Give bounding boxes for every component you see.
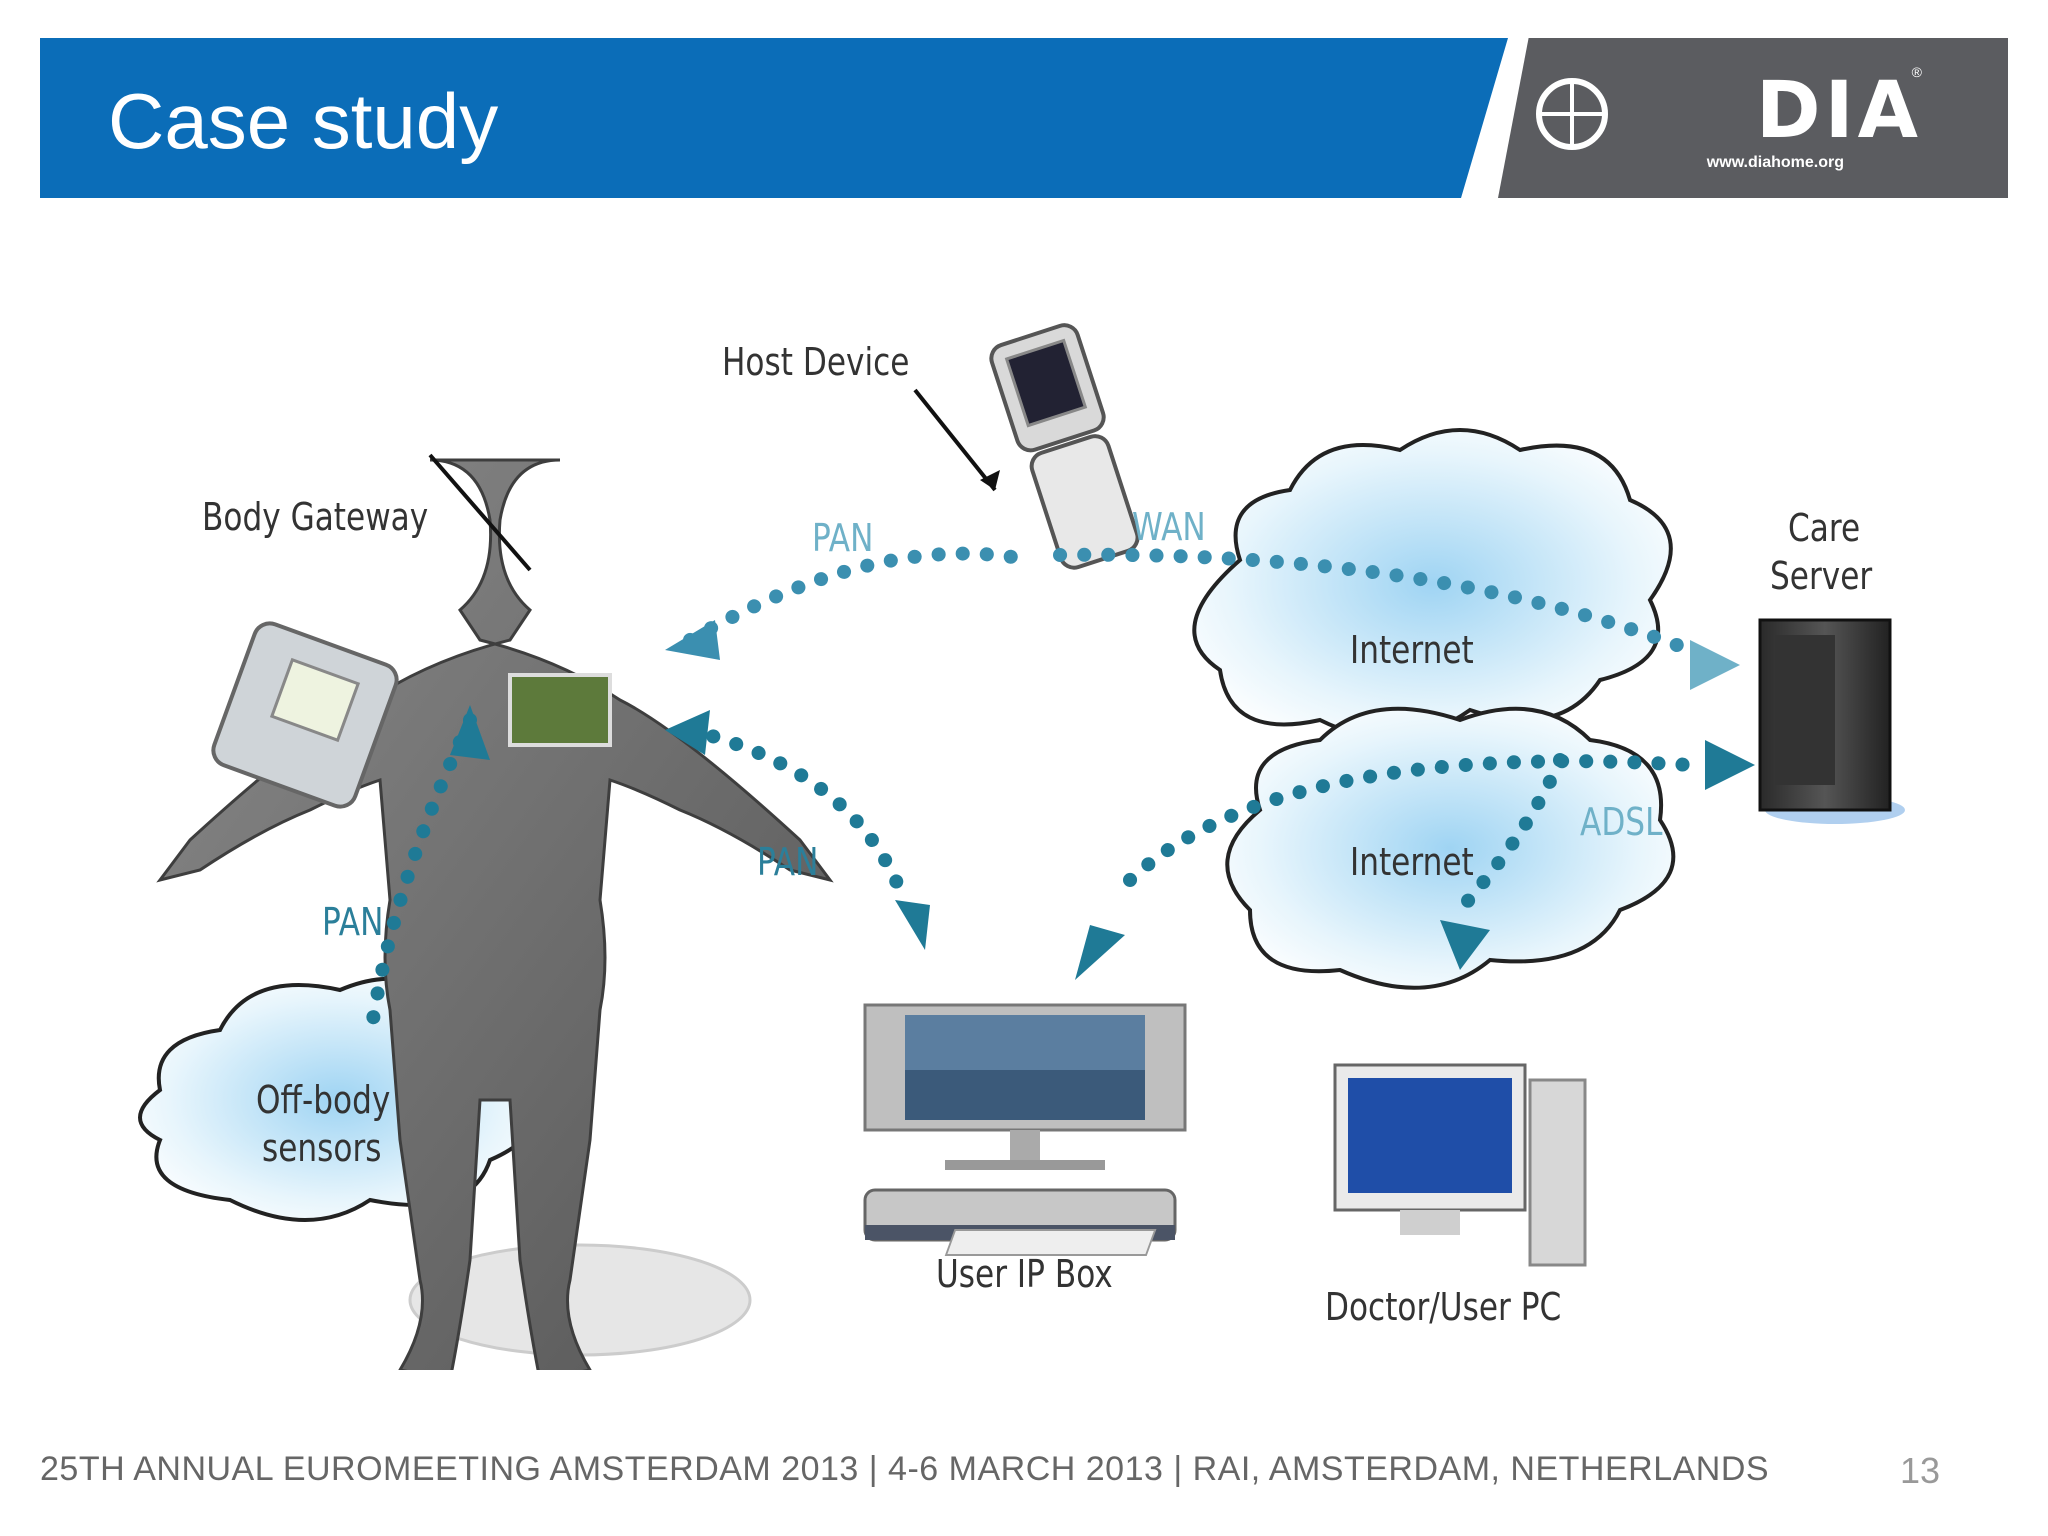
globe-icon [1536, 78, 1608, 150]
internet-bottom-label: Internet [1350, 840, 1474, 884]
pan-link-top-label: PAN [812, 516, 874, 560]
user-ip-box-tv [863, 1003, 1187, 1242]
host-device-label: Host Device [722, 340, 910, 384]
page-number: 13 [1899, 1450, 1940, 1491]
header-logo-panel: DIA ® www.diahome.org [1498, 38, 2008, 198]
host-device-phone [989, 323, 1140, 570]
wan-link-label: WAN [1132, 505, 1206, 549]
slide-header: DIA ® www.diahome.org Case study [40, 38, 2008, 198]
user-ip-box-label: User IP Box [936, 1252, 1113, 1296]
adsl-link-label: ADSL [1580, 800, 1663, 844]
internet-cloud-bottom [1225, 706, 1676, 990]
internet-cloud-top [1192, 428, 1673, 740]
care-server-tower [1758, 618, 1905, 824]
pan-link-left-label: PAN [322, 900, 384, 944]
off-body-label-line2: sensors [262, 1126, 382, 1170]
dia-logo: DIA [1755, 66, 1922, 156]
body-gateway-pointer [428, 453, 532, 572]
body-gateway-label: Body Gateway [202, 495, 429, 539]
doctor-user-pc [944, 1063, 1587, 1267]
adsl-link-to-pc [1453, 753, 1567, 917]
adsl-link-to-tv [1123, 754, 1697, 887]
footer-text: 25TH ANNUAL EUROMEETING AMSTERDAM 2013 |… [40, 1450, 1770, 1488]
internet-top-label: Internet [1350, 628, 1474, 672]
body-gateway-device [508, 673, 612, 747]
human-figure [156, 458, 834, 1370]
care-server-label-line2: Server [1770, 554, 1873, 598]
care-server-label-line1: Care [1788, 506, 1861, 550]
off-body-label-line1: Off-body [256, 1078, 391, 1122]
pan-link-middle-label: PAN [757, 840, 819, 884]
doctor-user-pc-label: Doctor/User PC [1325, 1285, 1562, 1329]
pan-link-left [363, 713, 477, 1047]
diagram-graphics [138, 323, 1905, 1370]
registered-mark: ® [1911, 64, 1922, 80]
slide-title: Case study [108, 77, 499, 165]
wan-link [1053, 547, 1697, 657]
pan-link-middle [683, 723, 907, 897]
pan-link-top [683, 546, 1037, 647]
link-dots [363, 546, 1697, 1047]
link-arrowheads [450, 620, 1755, 980]
network-diagram: Host Device Body Gateway Care Server Int… [130, 310, 1930, 1370]
host-device-pointer [913, 388, 997, 492]
header-blue-band [40, 38, 1508, 198]
logo-url: www.diahome.org [1706, 154, 1844, 171]
